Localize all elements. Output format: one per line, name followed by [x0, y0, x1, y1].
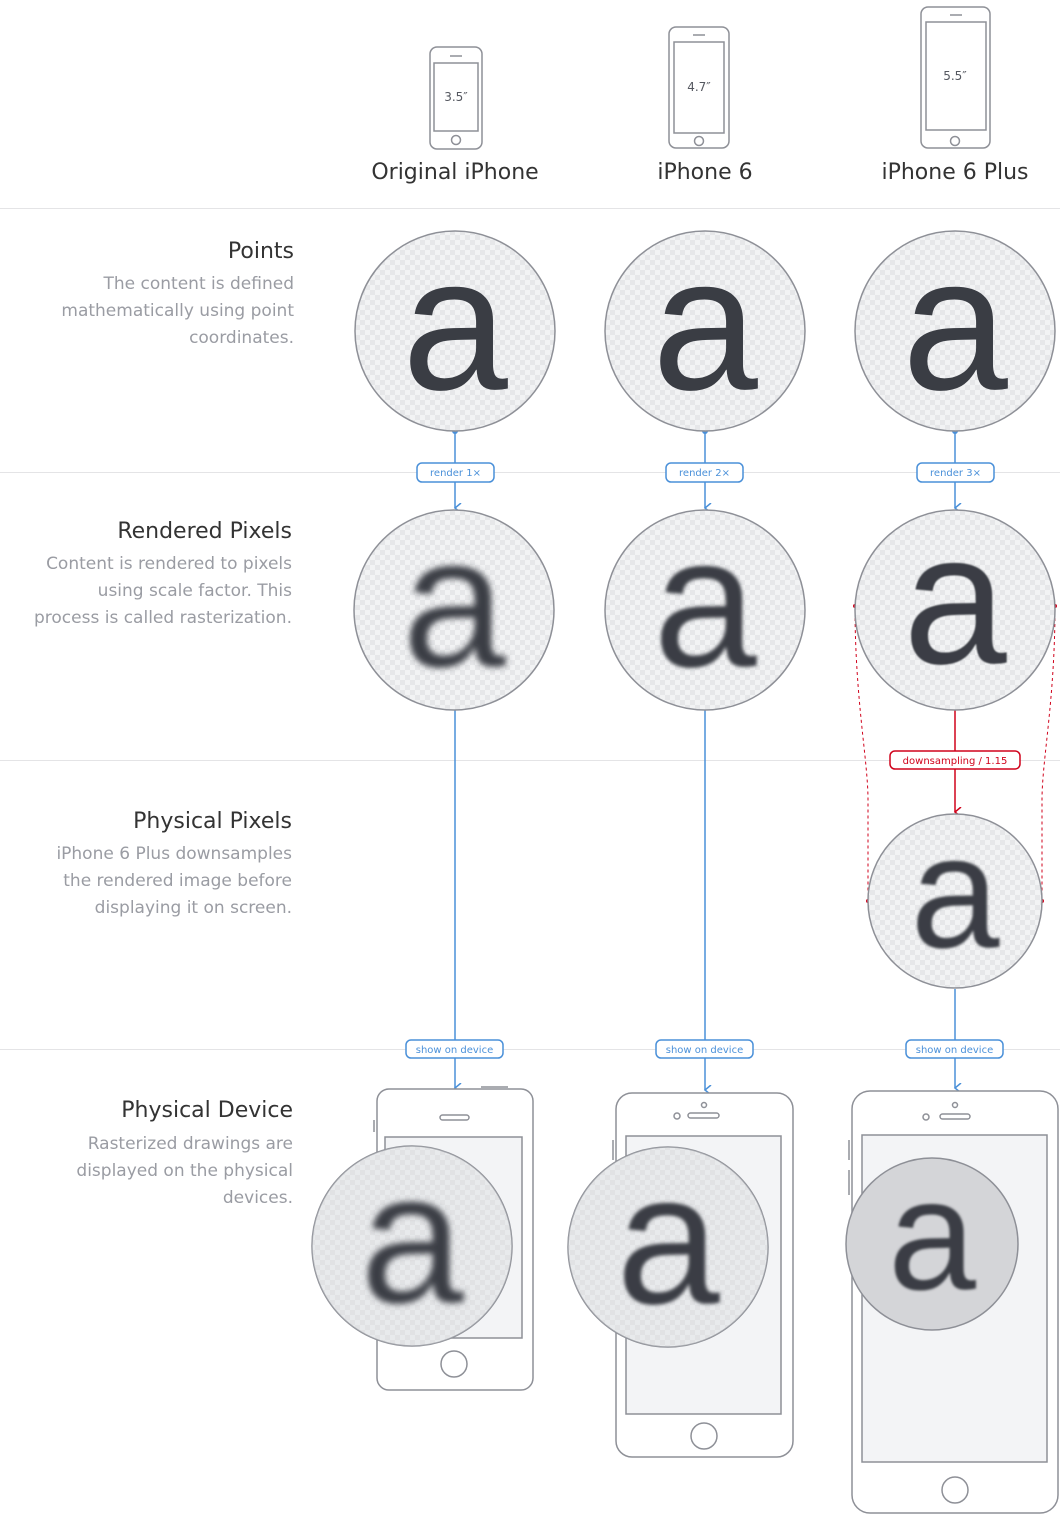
section-description-line: devices. [223, 1188, 293, 1208]
render-badge-1x: render 1× [416, 462, 495, 483]
glyph-a: a [360, 1135, 464, 1342]
glyph-a: a [616, 1136, 720, 1343]
points-circle-iphone-6-plus: a [854, 218, 1056, 432]
section-title: Physical Device [121, 1098, 293, 1123]
header-devices [429, 6, 991, 150]
section-title: Physical Pixels [133, 809, 292, 834]
section-description-line: displayed on the physical [76, 1161, 293, 1181]
device-zoom-circle-original-iphone: a [311, 1135, 513, 1347]
section-description-line: The content is defined [103, 274, 294, 294]
screen-size-label: 4.7″ [687, 80, 711, 94]
phone-icon-iphone-6-plus [920, 6, 991, 149]
section-physical-pixels-label: Physical Pixels iPhone 6 Plus downsample… [56, 809, 292, 918]
downsampling-guide-lines [854, 605, 1056, 901]
downsampling-label: downsampling / 1.15 [903, 756, 1008, 767]
glyph-a: a [902, 218, 1008, 430]
show-label: show on device [916, 1045, 994, 1056]
glyph-a: a [402, 218, 508, 430]
connector-lines [455, 431, 955, 1090]
glyph-a: a [653, 499, 757, 706]
rendered-circle-iphone-6: a [604, 499, 806, 711]
show-on-device-badge: show on device [905, 1039, 1004, 1059]
glyph-a: a [652, 218, 758, 430]
phone-icon-iphone-6 [668, 26, 730, 149]
rendered-circle-iphone-6-plus: a [854, 496, 1056, 711]
section-description-line: process is called rasterization. [34, 608, 292, 628]
glyph-a: a [888, 1147, 976, 1323]
points-circle-original-iphone: a [354, 218, 556, 432]
phone-icon-original-iphone [429, 46, 483, 150]
downsampling-badge: downsampling / 1.15 [889, 750, 1021, 770]
screen-size-label: 5.5″ [943, 69, 967, 83]
section-description-line: mathematically using point [61, 301, 294, 321]
render-badge-2x: render 2× [665, 462, 744, 483]
points-circle-iphone-6: a [604, 218, 806, 432]
device-zoom-circle-iphone-6-plus: a [845, 1147, 1019, 1331]
section-description-line: coordinates. [189, 328, 294, 348]
show-on-device-badge: show on device [655, 1039, 754, 1059]
device-name: iPhone 6 [657, 160, 752, 185]
section-description-line: Content is rendered to pixels [46, 554, 292, 574]
section-title: Rendered Pixels [117, 519, 292, 544]
show-label: show on device [416, 1045, 494, 1056]
device-zoom-circle-iphone-6: a [567, 1136, 769, 1348]
physical-pixels-circle-iphone-6-plus: a [867, 802, 1043, 989]
render-label: render 2× [679, 468, 730, 479]
render-label: render 3× [930, 468, 981, 479]
section-description-line: Rasterized drawings are [88, 1134, 293, 1154]
device-name: Original iPhone [371, 160, 538, 185]
section-description-line: the rendered image before [63, 871, 292, 891]
render-label: render 1× [430, 468, 481, 479]
section-points-label: Points The content is defined mathematic… [61, 239, 294, 348]
section-title: Points [228, 239, 294, 264]
section-description-line: using scale factor. This [98, 581, 292, 601]
section-description-line: iPhone 6 Plus downsamples [56, 844, 292, 864]
glyph-a: a [903, 496, 1007, 703]
section-description-line: displaying it on screen. [95, 898, 292, 918]
rendered-circle-original-iphone: a [353, 499, 555, 711]
render-badge-3x: render 3× [916, 462, 995, 483]
glyph-a: a [911, 802, 1000, 981]
glyph-a: a [402, 499, 506, 706]
screen-size-label: 3.5″ [444, 90, 468, 104]
section-physical-device-label: Physical Device Rasterized drawings are … [76, 1098, 293, 1208]
show-on-device-badge: show on device [405, 1039, 504, 1059]
section-dividers [0, 208, 1060, 1050]
section-rendered-pixels-label: Rendered Pixels Content is rendered to p… [34, 519, 292, 628]
show-label: show on device [666, 1045, 744, 1056]
device-name: iPhone 6 Plus [881, 160, 1028, 185]
